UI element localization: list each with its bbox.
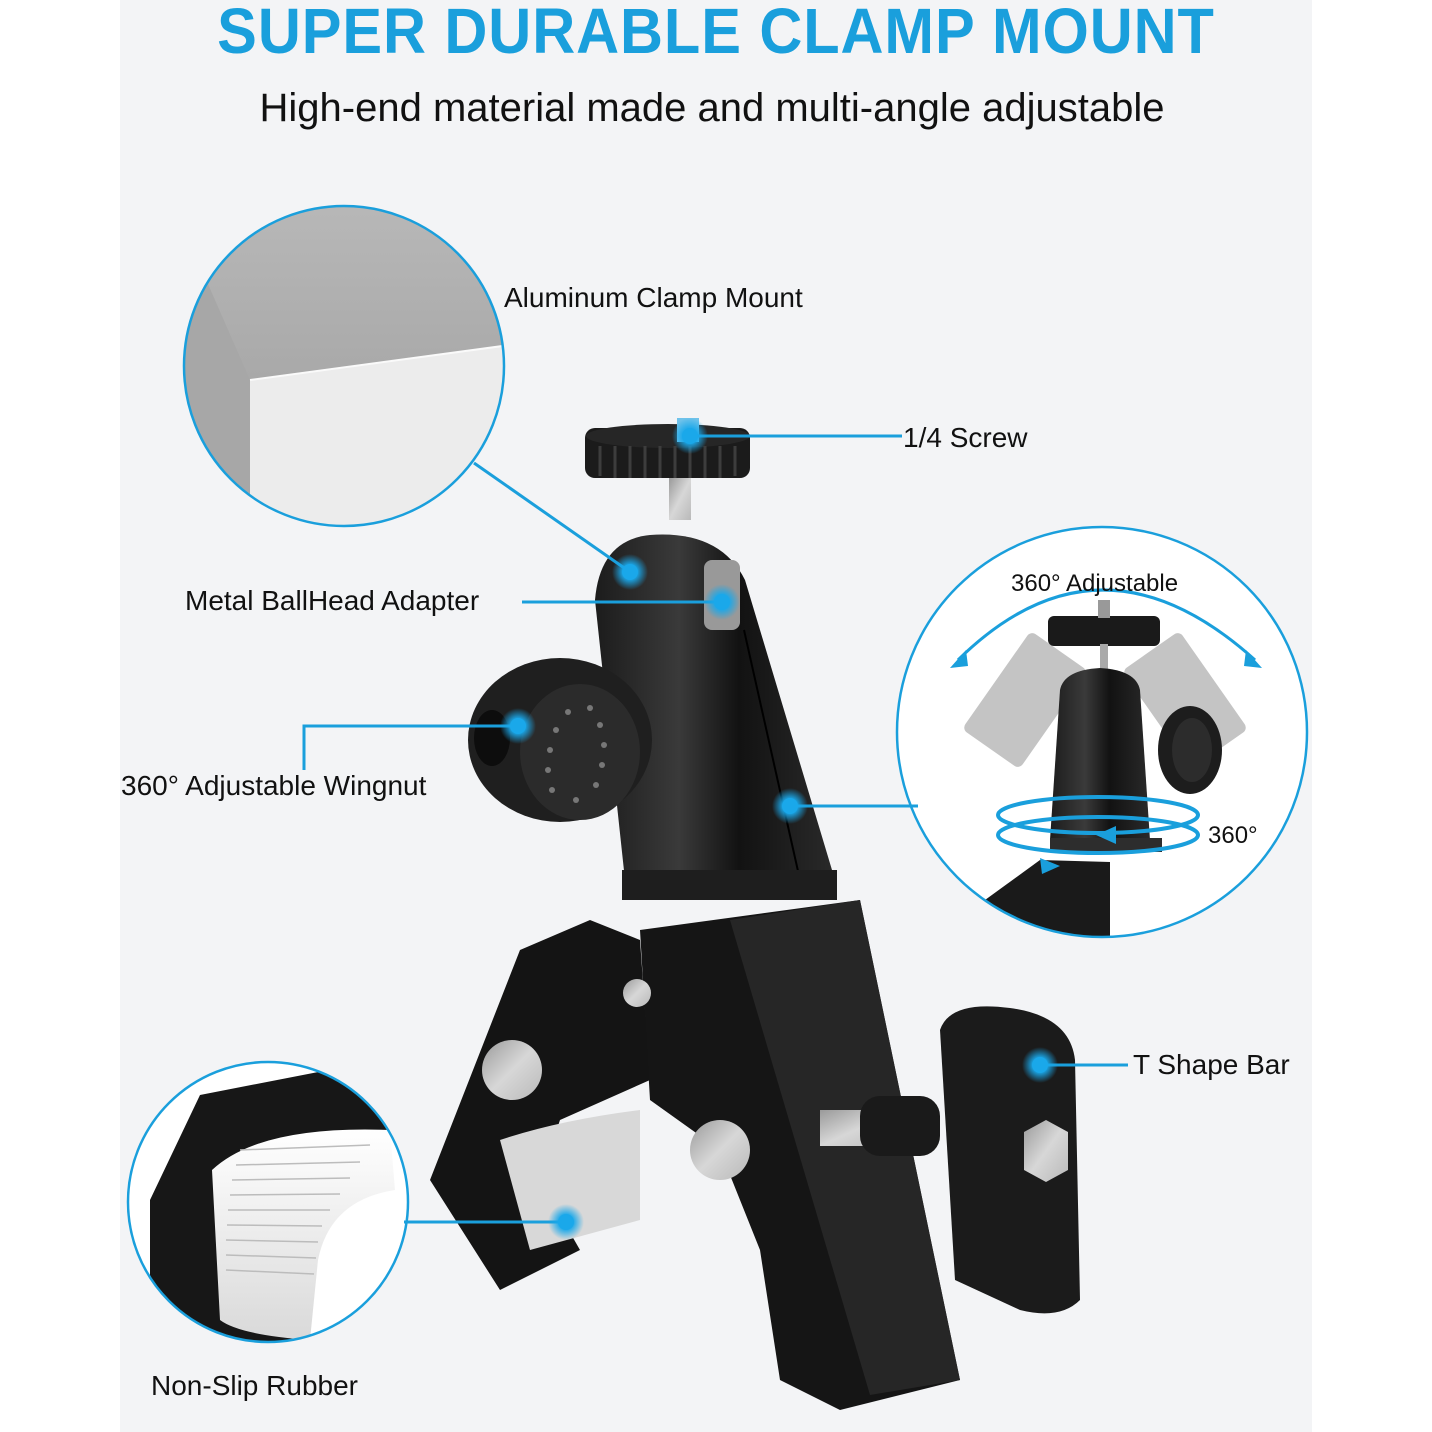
callout-adjustable-wingnut: 360° Adjustable Wingnut	[121, 770, 427, 801]
clamp-product	[430, 418, 1080, 1410]
callout-lines	[302, 434, 1128, 1224]
callout-t-shape-bar: T Shape Bar	[1133, 1049, 1290, 1080]
callout-aluminum-clamp-mount: Aluminum Clamp Mount	[504, 282, 803, 313]
rubber-inset	[126, 1060, 410, 1344]
callout-metal-ballhead-adapter: Metal BallHead Adapter	[185, 585, 480, 616]
page-subtitle: High-end material made and multi-angle a…	[259, 86, 1165, 130]
callout-quarter-screw: 1/4 Screw	[903, 422, 1028, 453]
callout-non-slip-rubber: Non-Slip Rubber	[151, 1370, 358, 1401]
rotation-inset	[895, 525, 1309, 939]
aluminum-inset	[182, 204, 506, 528]
inset-360-rotation-label: 360°	[1208, 822, 1258, 849]
page-title: SUPER DURABLE CLAMP MOUNT	[217, 0, 1215, 67]
inset-360-adjustable-label: 360° Adjustable	[1011, 570, 1179, 597]
callout-dots	[500, 418, 1058, 1240]
